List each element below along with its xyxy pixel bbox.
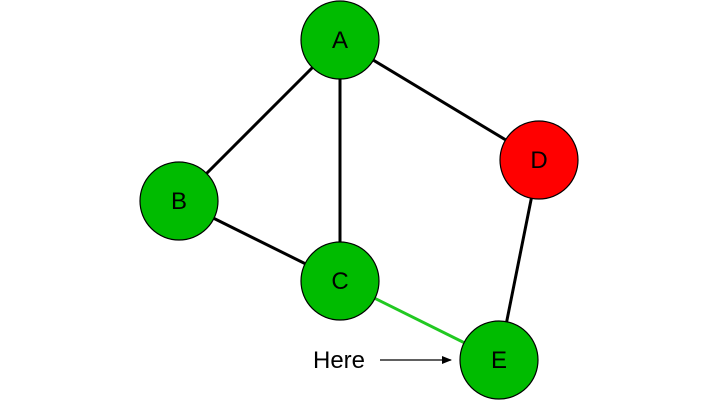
node-a: A [300,0,380,80]
node-c-label: C [331,268,348,295]
node-d-label: D [530,147,547,174]
node-a-circle [300,0,380,80]
node-c-circle [300,241,380,321]
node-e: E [459,320,539,400]
node-e-circle [459,320,539,400]
annotation: Here [313,347,452,374]
node-e-label: E [491,347,507,374]
node-d: D [499,120,579,200]
annotation-label: Here [313,347,365,374]
node-d-circle [499,120,579,200]
node-b-label: B [171,188,187,215]
node-b-circle [139,161,219,241]
node-c: C [300,241,380,321]
node-b: B [139,161,219,241]
node-a-label: A [332,27,348,54]
nodes-layer: A B C D E [139,0,579,400]
